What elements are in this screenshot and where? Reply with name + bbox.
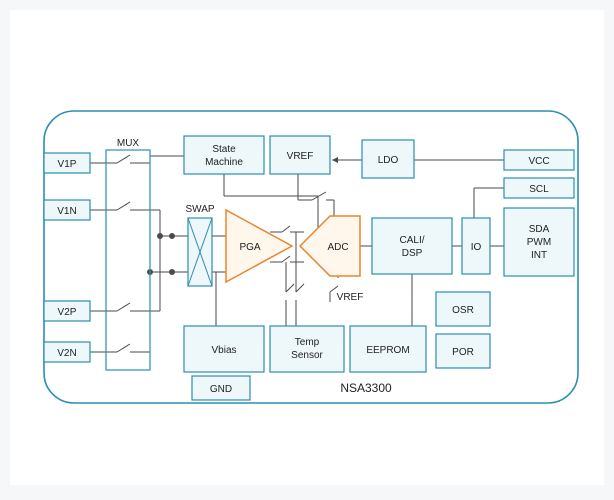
temp-sensor-box	[269, 325, 345, 373]
pin-scl-label: SCL	[529, 184, 549, 195]
pin-int-label: INT	[531, 250, 547, 261]
pin-v1n-label: V1N	[57, 206, 76, 217]
io-box	[461, 217, 491, 275]
pin-v1n-box	[43, 199, 91, 221]
pin-v2n-label: V2N	[57, 348, 76, 359]
vref-box	[269, 135, 331, 175]
chip-outline	[43, 110, 579, 404]
mux-box	[105, 149, 151, 371]
adc-label: ADC	[327, 242, 348, 253]
adc-converter	[298, 215, 361, 277]
state-machine-box	[183, 135, 265, 175]
eeprom-label: EEPROM	[366, 345, 409, 356]
eeprom-box	[349, 325, 427, 373]
swap-cross	[187, 217, 213, 287]
osr-box	[435, 291, 491, 327]
vbias-box	[183, 325, 265, 373]
gnd-label: GND	[210, 384, 232, 395]
temp-sensor-label-1: Temp	[295, 337, 320, 348]
state-machine-label-1: State	[212, 144, 236, 155]
pin-sda-box	[503, 207, 575, 277]
pin-v2n-box	[43, 341, 91, 363]
state-machine-label-2: Machine	[205, 157, 243, 168]
temp-sensor-label-2: Sensor	[291, 350, 323, 361]
gnd-box	[191, 375, 251, 401]
pga-amplifier	[225, 208, 294, 284]
swap-label: SWAP	[185, 204, 214, 215]
pin-v1p-box	[43, 152, 91, 174]
io-label: IO	[471, 242, 482, 253]
osr-label: OSR	[452, 305, 474, 316]
cali-dsp-box	[371, 217, 453, 275]
pin-v1p-label: V1P	[58, 159, 77, 170]
pin-vcc-label: VCC	[528, 156, 549, 167]
pga-label: PGA	[239, 242, 260, 253]
pin-sda-label: SDA	[529, 224, 550, 235]
chip-label: NSA3300	[340, 381, 392, 395]
por-label: POR	[452, 347, 474, 358]
vref-switch-label: VREF	[337, 292, 364, 303]
pin-pwm-label: PWM	[527, 237, 551, 248]
por-box	[435, 333, 491, 369]
pin-scl-box	[503, 177, 575, 199]
junction-dot	[157, 233, 163, 239]
vref-label: VREF	[287, 151, 314, 162]
ldo-label: LDO	[378, 155, 399, 166]
junction-dot	[169, 269, 175, 275]
cali-label-1: CALI/	[399, 235, 424, 246]
mux-label: MUX	[117, 138, 140, 149]
pin-vcc-box	[503, 149, 575, 171]
cali-label-2: DSP	[402, 248, 423, 259]
junction-dot	[169, 233, 175, 239]
pin-v2p-box	[43, 300, 91, 322]
pin-v2p-label: V2P	[58, 307, 77, 318]
ldo-box	[361, 139, 415, 179]
vbias-label: Vbias	[211, 345, 236, 356]
